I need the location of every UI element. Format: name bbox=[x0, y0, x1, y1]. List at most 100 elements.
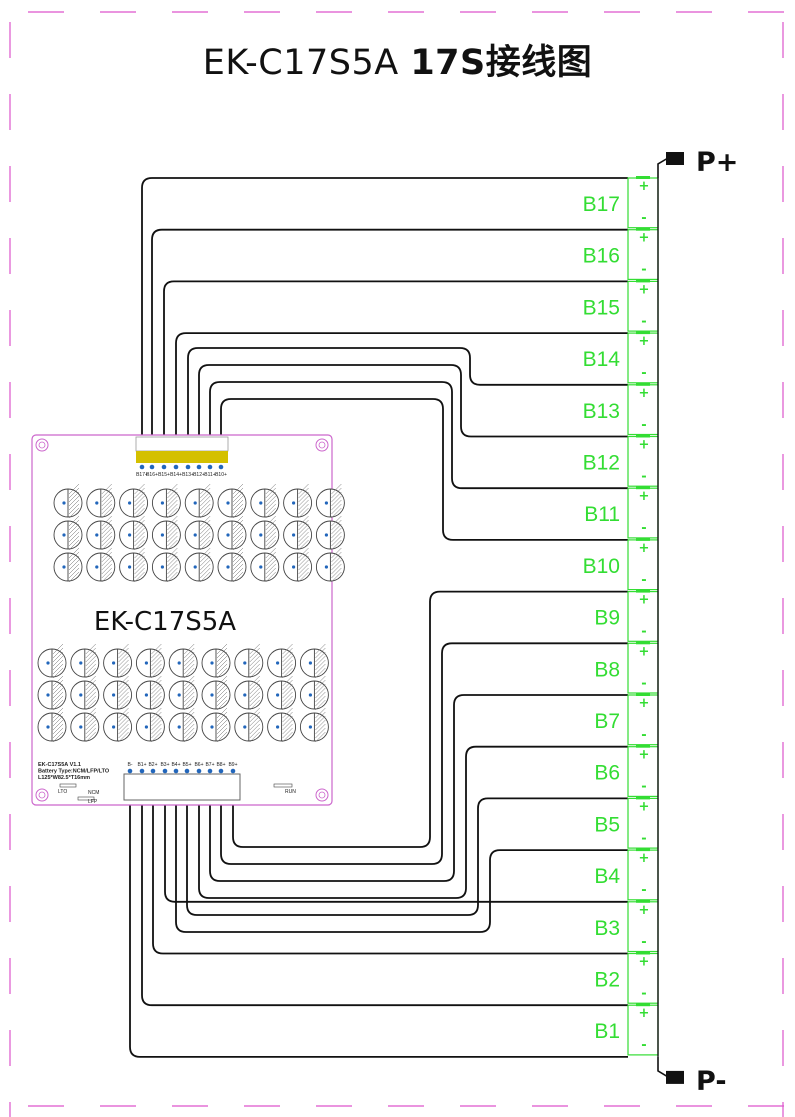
pad-hatch bbox=[216, 731, 228, 743]
pad-hatch bbox=[249, 723, 260, 735]
pad-hatch bbox=[331, 527, 342, 539]
pad-hatch bbox=[101, 555, 112, 567]
switch-lfp-label: LFP bbox=[88, 799, 98, 805]
pad-hatch bbox=[184, 655, 195, 667]
balance-wire-top bbox=[175, 332, 628, 450]
pad-hatch bbox=[68, 555, 80, 567]
cell-plus-sign: + bbox=[639, 541, 650, 556]
cell-cap bbox=[636, 693, 650, 696]
pad-hatch bbox=[184, 695, 195, 707]
pad-hatch bbox=[315, 695, 326, 707]
pad-hatch bbox=[331, 559, 342, 571]
pad-hatch bbox=[101, 507, 112, 519]
pad-hatch bbox=[85, 679, 96, 691]
cell-label: B14 bbox=[583, 348, 621, 371]
balance-wire-bottom bbox=[220, 642, 628, 865]
pad-hatch bbox=[282, 667, 293, 679]
pad-hatch bbox=[68, 495, 80, 507]
pad-hatch bbox=[298, 531, 309, 543]
pad-hatch bbox=[282, 723, 293, 735]
pad-hatch bbox=[331, 523, 342, 535]
cell-cap bbox=[636, 176, 650, 179]
pad-hatch bbox=[200, 555, 211, 567]
pad-hatch bbox=[200, 527, 211, 539]
pad-hatch bbox=[216, 679, 228, 691]
pad-hatch bbox=[151, 659, 162, 671]
pad-hatch bbox=[68, 523, 80, 535]
switch-lto-label: LTO bbox=[58, 789, 67, 795]
cell-minus-sign: - bbox=[641, 935, 646, 950]
top-pin-label: B17+ bbox=[136, 472, 148, 478]
balance-wire-top bbox=[163, 280, 628, 450]
pad-hatch bbox=[200, 515, 211, 527]
pad-hatch bbox=[151, 675, 162, 687]
pad-hatch bbox=[151, 655, 162, 667]
pad-hatch bbox=[151, 707, 162, 719]
pad-hatch bbox=[134, 531, 145, 543]
pad-hatch bbox=[200, 559, 211, 571]
pad-hatch bbox=[85, 715, 96, 727]
pad-hatch bbox=[232, 555, 244, 567]
pad-hatch bbox=[331, 571, 342, 583]
pad-hatch bbox=[331, 535, 342, 547]
pad-hatch bbox=[85, 695, 96, 707]
pad-hatch bbox=[200, 531, 211, 543]
pad-hatch bbox=[151, 687, 162, 699]
pad-hatch bbox=[282, 711, 293, 723]
pad-hatch bbox=[282, 659, 293, 671]
pad-hatch bbox=[282, 651, 293, 663]
pad-hatch bbox=[52, 723, 64, 735]
pad-hatch bbox=[134, 559, 145, 571]
pad-hatch bbox=[216, 675, 228, 687]
pad-hatch bbox=[265, 507, 276, 519]
pad-via bbox=[226, 501, 230, 505]
pad-hatch bbox=[118, 707, 129, 719]
cell-label: B17 bbox=[583, 193, 620, 216]
pad-hatch bbox=[184, 683, 195, 695]
pad-hatch bbox=[167, 507, 178, 519]
pad-hatch bbox=[68, 547, 80, 559]
cell-cap bbox=[636, 434, 650, 438]
top-connector-housing bbox=[135, 436, 229, 452]
pad-hatch bbox=[184, 659, 195, 671]
bms-board: B17+B16+B15+B14+B13+B12+B11+B10+B-B1+B2+… bbox=[31, 434, 345, 806]
component-pad bbox=[37, 675, 67, 711]
mounting-hole-inner bbox=[38, 441, 46, 449]
pad-via bbox=[160, 501, 164, 505]
pad-hatch bbox=[85, 663, 96, 675]
title-model: EK-C17S5A bbox=[202, 43, 399, 83]
pad-hatch bbox=[249, 675, 260, 687]
pad-hatch bbox=[68, 535, 80, 547]
pad-hatch bbox=[134, 499, 145, 511]
pad-hatch bbox=[52, 659, 64, 671]
pad-hatch bbox=[232, 539, 244, 551]
pad-hatch bbox=[265, 531, 276, 543]
pad-via bbox=[144, 693, 148, 697]
component-pad bbox=[103, 707, 133, 743]
component-pad bbox=[217, 515, 247, 551]
top-connector-pin bbox=[161, 464, 167, 470]
pad-hatch bbox=[151, 711, 162, 723]
pad-hatch bbox=[68, 563, 80, 575]
cell-cap bbox=[636, 382, 650, 386]
pad-hatch bbox=[85, 651, 96, 663]
pad-via bbox=[177, 725, 181, 729]
pad-via bbox=[243, 693, 247, 697]
bottom-connector-pin bbox=[230, 768, 236, 774]
pad-hatch bbox=[52, 687, 64, 699]
component-pad bbox=[234, 643, 264, 679]
cell-minus-sign: - bbox=[641, 987, 646, 1002]
battery-cell: +-B7 bbox=[594, 693, 659, 746]
pad-hatch bbox=[167, 499, 178, 511]
pad-hatch bbox=[200, 567, 211, 579]
bottom-pin-label: B5+ bbox=[182, 762, 191, 768]
pad-hatch bbox=[232, 507, 244, 519]
pad-hatch bbox=[298, 551, 309, 563]
pad-via bbox=[210, 661, 214, 665]
pad-via bbox=[62, 533, 66, 537]
pad-hatch bbox=[282, 707, 293, 719]
balance-wire-bottom bbox=[175, 775, 628, 933]
pad-hatch bbox=[68, 567, 80, 579]
component-pad bbox=[267, 675, 297, 711]
pad-hatch bbox=[167, 571, 178, 583]
